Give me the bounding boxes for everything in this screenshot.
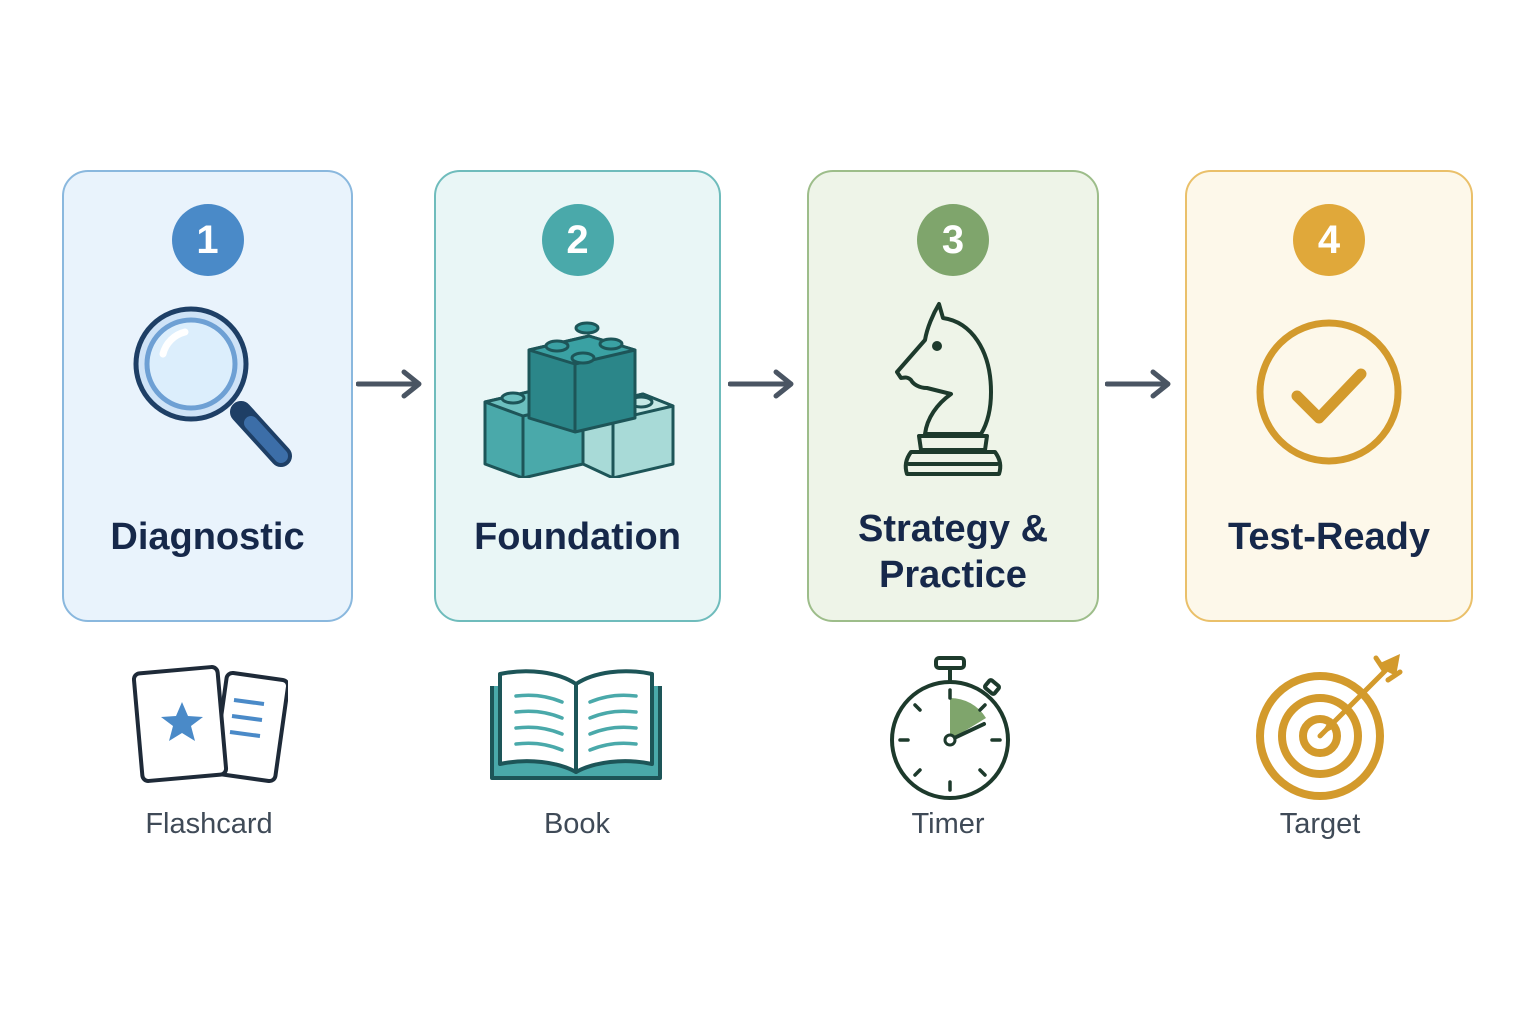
step-number-badge: 1 <box>171 204 244 276</box>
step-title: Foundation <box>474 516 681 558</box>
step-card-diagnostic: 1 Diagnostic <box>62 170 353 622</box>
flashcard-icon <box>132 665 288 784</box>
arrow-right-icon <box>356 369 422 399</box>
building-blocks-icon <box>483 321 674 478</box>
arrow-right-icon <box>1105 369 1171 399</box>
resource-label: Target <box>1279 808 1361 840</box>
chess-knight-icon <box>895 302 1003 476</box>
step-title: Test-Ready <box>1227 516 1431 558</box>
resource-label: Book <box>543 808 611 840</box>
resource-label: Timer <box>911 808 985 840</box>
target-icon <box>1256 654 1403 800</box>
step-number-badge: 2 <box>541 204 614 276</box>
step-number-badge: 4 <box>1293 204 1365 276</box>
arrow-right-icon <box>728 369 794 399</box>
book-icon <box>490 669 662 780</box>
step-number-badge: 3 <box>917 204 989 276</box>
step-card-foundation: 2 Foundation <box>434 170 721 622</box>
step-card-test-ready: 4 Test-Ready <box>1185 170 1473 622</box>
step-card-strategy-practice: 3 Strategy & Practice <box>807 170 1099 622</box>
step-title: Diagnostic <box>110 516 305 558</box>
timer-icon <box>890 656 1010 800</box>
step-title: Strategy & Practice <box>857 508 1049 596</box>
magnifier-icon <box>133 306 292 467</box>
check-circle-icon <box>1256 319 1402 465</box>
resource-label: Flashcard <box>145 808 273 840</box>
